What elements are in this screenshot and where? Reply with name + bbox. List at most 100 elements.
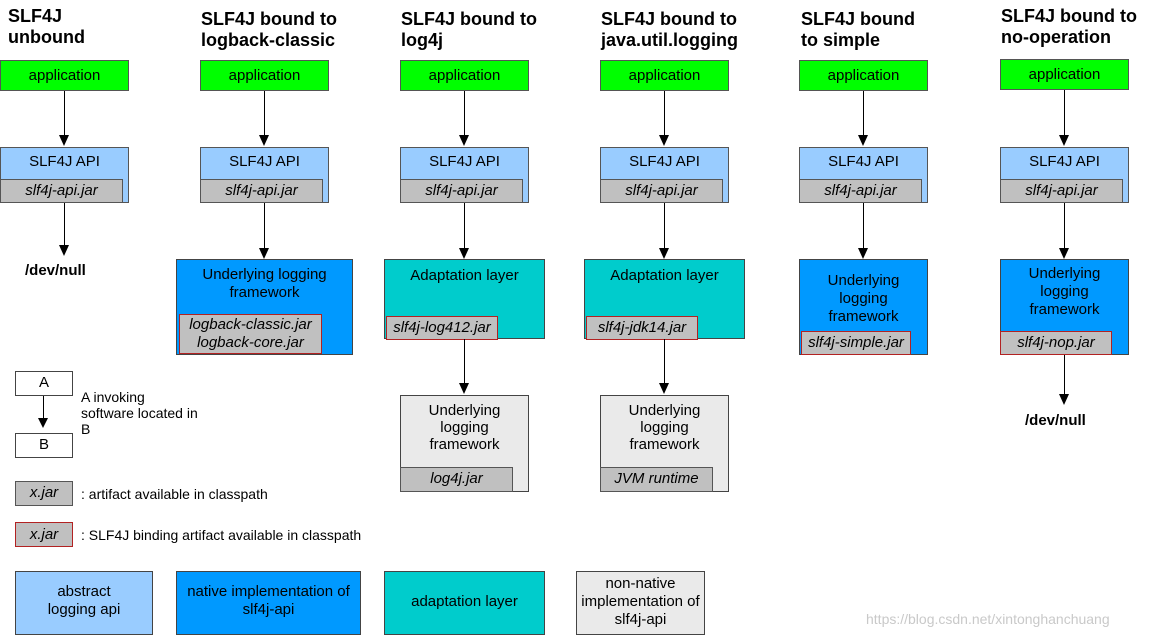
jar-line: logback-classic.jar <box>189 316 312 333</box>
legend-non-native-swatch: non-native implementation of slf4j-api <box>576 571 705 635</box>
title-line: java.util.logging <box>601 30 739 50</box>
swatch-label: abstract logging api <box>47 583 121 618</box>
arrow-down-icon <box>659 248 669 259</box>
application-box: application <box>600 60 729 91</box>
api-label: SLF4J API <box>629 153 700 170</box>
binding-jar: slf4j-nop.jar <box>1000 331 1112 355</box>
arrow-down-icon <box>259 248 269 259</box>
native-framework-box: Underlying logging framework slf4j-nop.j… <box>1000 259 1129 355</box>
api-jar: slf4j-api.jar <box>200 179 323 203</box>
dev-null-label: /dev/null <box>25 262 86 279</box>
swatch-label: non-native implementation of slf4j-api <box>581 575 700 628</box>
binding-jar: logback-classic.jar logback-core.jar <box>179 314 322 354</box>
slf4j-api-box: SLF4J API slf4j-api.jar <box>0 147 129 203</box>
framework-label: Underlying logging framework <box>1028 265 1101 318</box>
column-title-logback: SLF4J bound to logback-classic <box>201 9 381 51</box>
framework-label: Underlying logging framework <box>202 266 327 301</box>
arrow-down-icon <box>259 135 269 146</box>
slf4j-api-box: SLF4J API slf4j-api.jar <box>400 147 529 203</box>
title-line: SLF4J bound to <box>401 9 537 29</box>
application-box: application <box>200 60 329 91</box>
framework-jar: JVM runtime <box>600 467 713 492</box>
adaptation-layer-box: Adaptation layer slf4j-jdk14.jar <box>584 259 745 340</box>
api-jar: slf4j-api.jar <box>1000 179 1123 203</box>
arrow-down-icon <box>1059 394 1069 405</box>
binding-jar: slf4j-jdk14.jar <box>586 316 698 340</box>
title-line: logback-classic <box>201 30 336 50</box>
connector-line <box>464 339 465 384</box>
application-box: application <box>1000 59 1129 90</box>
legend-box-b: B <box>15 433 73 458</box>
title-line: SLF4J <box>8 6 63 26</box>
connector-line <box>464 91 465 136</box>
arrow-down-icon <box>459 135 469 146</box>
legend-native-impl-swatch: native implementation of slf4j-api <box>176 571 361 635</box>
column-title-jul: SLF4J bound to java.util.logging <box>601 9 781 51</box>
slf4j-api-box: SLF4J API slf4j-api.jar <box>600 147 729 203</box>
connector-line <box>1064 90 1065 136</box>
framework-label: Underlying logging framework <box>428 402 501 453</box>
binding-jar: slf4j-log412.jar <box>386 316 498 340</box>
adaptation-label: Adaptation layer <box>410 267 519 284</box>
connector-line <box>1064 355 1065 395</box>
arrow-down-icon <box>1059 248 1069 259</box>
adaptation-layer-box: Adaptation layer slf4j-log412.jar <box>384 259 545 340</box>
legend-artifact-box: x.jar <box>15 481 73 506</box>
title-line: SLF4J bound to <box>601 9 737 29</box>
title-line: SLF4J bound to <box>201 9 337 29</box>
arrow-down-icon <box>459 383 469 394</box>
jar-line: logback-core.jar <box>197 334 304 351</box>
api-jar: slf4j-api.jar <box>0 179 123 203</box>
title-line: no-operation <box>1001 27 1111 47</box>
connector-line <box>863 91 864 136</box>
application-box: application <box>400 60 529 91</box>
arrow-down-icon <box>659 383 669 394</box>
legend-adaptation-swatch: adaptation layer <box>384 571 545 635</box>
column-title-unbound: SLF4J unbound <box>8 6 168 48</box>
api-jar: slf4j-api.jar <box>400 179 523 203</box>
slf4j-api-box: SLF4J API slf4j-api.jar <box>1000 147 1129 203</box>
column-title-simple: SLF4J bound to simple <box>801 9 961 51</box>
slf4j-api-box: SLF4J API slf4j-api.jar <box>200 147 329 203</box>
connector-line <box>664 339 665 384</box>
dev-null-label: /dev/null <box>1025 412 1086 429</box>
arrow-down-icon <box>858 248 868 259</box>
api-jar: slf4j-api.jar <box>799 179 922 203</box>
binding-jar: slf4j-simple.jar <box>801 331 911 355</box>
framework-label: Underlying logging framework <box>827 272 900 325</box>
legend-invoking-text: A invoking software located in B <box>81 389 198 437</box>
swatch-label: adaptation layer <box>411 593 518 610</box>
api-label: SLF4J API <box>828 153 899 170</box>
legend-abstract-api-swatch: abstract logging api <box>15 571 153 635</box>
connector-line <box>1064 203 1065 249</box>
watermark-text: https://blog.csdn.net/xintonghanchuang <box>866 611 1110 627</box>
application-box: application <box>0 60 129 91</box>
adaptation-label: Adaptation layer <box>610 267 719 284</box>
arrow-down-icon <box>659 135 669 146</box>
native-framework-box: Underlying logging framework slf4j-simpl… <box>799 259 928 355</box>
column-title-nop: SLF4J bound to no-operation <box>1001 6 1151 48</box>
api-label: SLF4J API <box>429 153 500 170</box>
native-framework-box: Underlying logging framework logback-cla… <box>176 259 353 355</box>
connector-line <box>863 203 864 249</box>
title-line: log4j <box>401 30 444 50</box>
column-title-log4j: SLF4J bound to log4j <box>401 9 581 51</box>
api-label: SLF4J API <box>1029 153 1100 170</box>
framework-jar: log4j.jar <box>400 467 513 492</box>
non-native-framework-box: Underlying logging framework JVM runtime <box>600 395 729 492</box>
slf4j-api-box: SLF4J API slf4j-api.jar <box>799 147 928 203</box>
arrow-down-icon <box>38 418 48 428</box>
arrow-down-icon <box>858 135 868 146</box>
arrow-down-icon <box>1059 135 1069 146</box>
title-line: to simple <box>801 30 881 50</box>
legend-box-a: A <box>15 371 73 396</box>
legend-binding-box: x.jar <box>15 522 73 547</box>
connector-line <box>264 203 265 249</box>
swatch-label: native implementation of slf4j-api <box>187 583 350 618</box>
application-box: application <box>799 60 928 91</box>
connector-line <box>64 203 65 246</box>
legend-artifact-text: : artifact available in classpath <box>81 486 268 502</box>
api-label: SLF4J API <box>229 153 300 170</box>
non-native-framework-box: Underlying logging framework log4j.jar <box>400 395 529 492</box>
legend-connector-line <box>43 396 44 419</box>
